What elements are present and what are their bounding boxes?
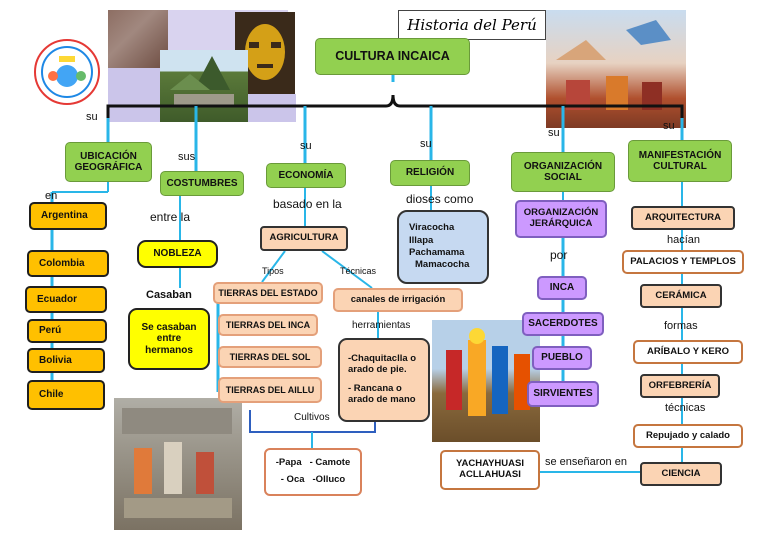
inca-workers-painting: [114, 398, 242, 530]
node-repujado: Repujado y calado: [633, 424, 743, 448]
label-dioses-como: dioses como: [406, 192, 474, 206]
node-jerarquica: ORGANIZACIÓN JERÁRQUICA: [515, 200, 607, 238]
node-ciencia: CIENCIA: [640, 462, 722, 486]
central-node: CULTURA INCAICA: [315, 38, 470, 75]
country-chile: Chile: [27, 380, 105, 410]
stone-wall-photo: [108, 10, 168, 68]
node-canales: canales de irrigación: [333, 288, 463, 312]
label-tipos: Tipos: [262, 266, 284, 276]
inca-painting-photo: [546, 10, 686, 128]
dios-mamacocha: Mamacocha: [415, 259, 470, 271]
herramienta-chaquitaclla: -Chaquitaclla o arado de pie.: [348, 353, 417, 376]
collage-purple-right: [248, 94, 296, 122]
label-se-ensenaron-en: se enseñaron en: [545, 456, 627, 468]
school-logo: [33, 38, 101, 106]
node-ubicacion: UBICACIÓN GEOGRÁFICA: [65, 142, 152, 182]
label-formas: formas: [664, 320, 698, 332]
nivel-sacerdotes: SACERDOTES: [522, 312, 604, 336]
nivel-inca: INCA: [537, 276, 587, 300]
node-organizacion: ORGANIZACIÓN SOCIAL: [511, 152, 615, 192]
node-yachayhuasi: YACHAYHUASI ACLLAHUASI: [440, 450, 540, 490]
country-peru: Perú: [27, 319, 107, 343]
nivel-sirvientes: SIRVIENTES: [527, 381, 599, 407]
country-bolivia: Bolivia: [27, 348, 105, 373]
node-aribalo: ARÍBALO Y KERO: [633, 340, 743, 364]
cultivo-papa: -Papa: [275, 457, 302, 469]
node-costumbres: COSTUMBRES: [160, 171, 244, 196]
cultivo-camote: - Camote: [309, 457, 351, 469]
node-economia: ECONOMÍA: [266, 163, 346, 188]
dios-viracocha: Viracocha: [409, 222, 455, 234]
node-cultivos: -Papa - Camote - Oca -Olluco: [264, 448, 362, 496]
node-manifestacion: MANIFESTACIÓN CULTURAL: [628, 140, 732, 182]
cultivo-olluco: -Olluco: [312, 474, 346, 485]
tierra-inca: TIERRAS DEL INCA: [218, 314, 318, 336]
label-su-organizacion: su: [548, 127, 560, 139]
dios-pachamama: Pachamama: [409, 247, 465, 258]
node-nobleza: NOBLEZA: [137, 240, 218, 268]
collage-purple: [108, 68, 160, 122]
country-colombia: Colombia: [27, 250, 109, 277]
tierra-estado: TIERRAS DEL ESTADO: [213, 282, 323, 304]
label-su-manifestacion: su: [663, 120, 675, 132]
node-se-casaban: Se casaban entre hermanos: [128, 308, 210, 370]
node-ceramica: CERÁMICA: [640, 284, 722, 308]
label-casaban: Casaban: [146, 289, 192, 301]
label-herramientas: herramientas: [352, 320, 411, 331]
nivel-pueblo: PUEBLO: [532, 346, 592, 370]
dios-illapa: Illapa: [409, 234, 434, 246]
node-dioses: Viracocha Illapa Pachamama Mamacocha: [397, 210, 489, 284]
node-orfebreria: ORFEBRERÍA: [640, 374, 720, 398]
tierra-aillu: TIERRAS DEL AILLU: [218, 377, 322, 403]
page-title: Historia del Perú: [398, 10, 546, 40]
cultivo-oca: - Oca: [280, 474, 305, 485]
cultivos-row-1: -Papa - Camote: [275, 457, 351, 469]
country-argentina: Argentina: [29, 202, 107, 230]
label-cultivos: Cultivos: [294, 412, 330, 423]
machu-picchu-photo: [160, 50, 248, 122]
cultivos-row-2: - Oca -Olluco: [280, 474, 346, 486]
label-entre-la: entre la: [150, 210, 191, 224]
label-hacian: hacían: [667, 234, 701, 246]
herramienta-rancana: - Rancana o arado de mano: [348, 383, 416, 405]
node-arquitectura: ARQUITECTURA: [631, 206, 735, 230]
node-palacios: PALACIOS Y TEMPLOS: [622, 250, 744, 274]
label-sus-costumbres: sus: [178, 151, 196, 163]
tierra-sol: TIERRAS DEL SOL: [218, 346, 322, 368]
label-por: por: [550, 248, 568, 262]
label-tecnicas-manifestacion: técnicas: [665, 402, 706, 414]
node-agricultura: AGRICULTURA: [260, 226, 348, 251]
country-ecuador: Ecuador: [25, 286, 107, 313]
inca-festival-photo: [432, 320, 540, 442]
node-religion: RELIGIÓN: [390, 160, 470, 186]
label-en: en: [45, 190, 58, 202]
label-su-economia: su: [300, 140, 312, 152]
label-tecnicas: Técnicas: [340, 266, 377, 276]
node-herramientas: -Chaquitaclla o arado de pie. - Rancana …: [338, 338, 430, 422]
label-su-religion: su: [420, 138, 432, 150]
label-su-ubicacion: su: [86, 111, 98, 123]
label-basado-en-la: basado en la: [273, 197, 342, 211]
